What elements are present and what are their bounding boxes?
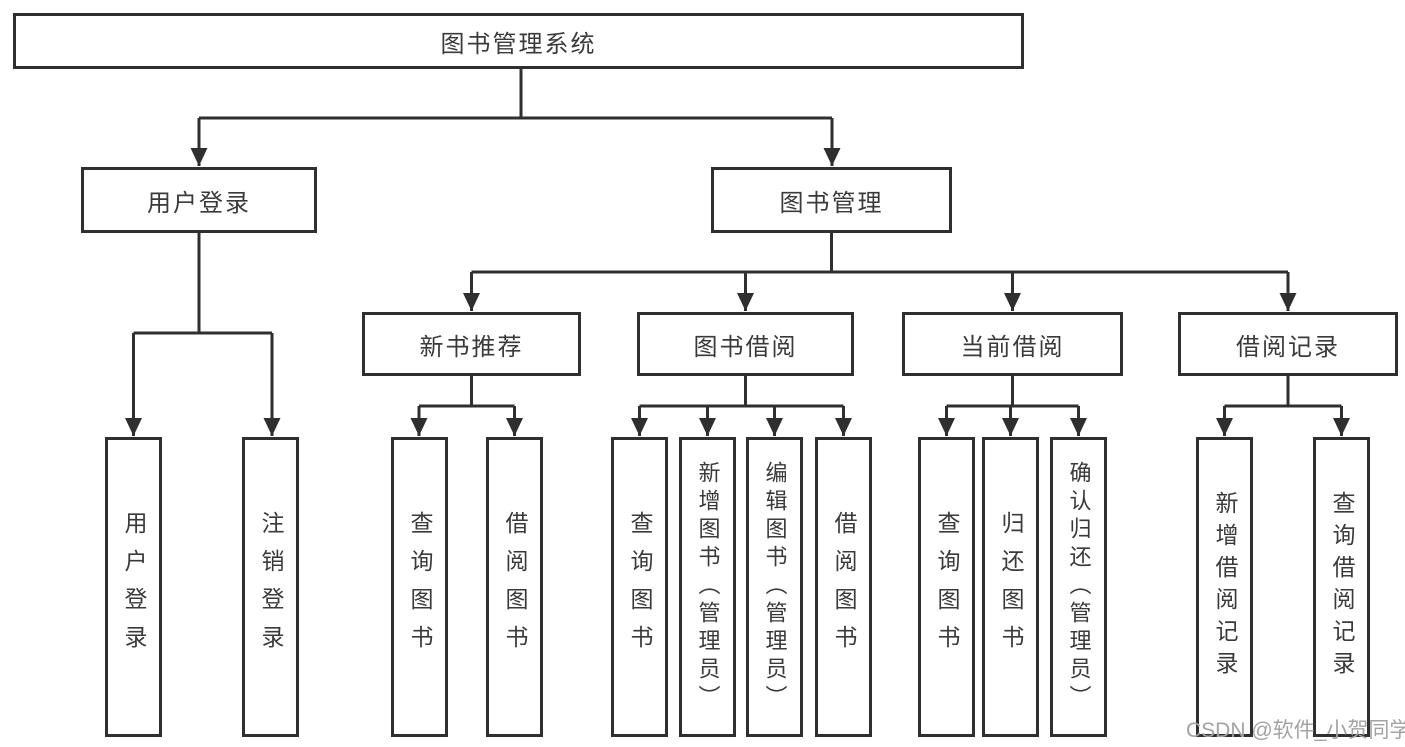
leaf-confirm-return-admin-label: 确认归还（管理员） — [1066, 461, 1092, 713]
leaf-logout-label: 注销登录 — [258, 511, 284, 663]
leaf-edit-books-admin-label: 编辑图书（管理员） — [762, 461, 788, 713]
leaf-borrow-books-recommend: 借阅图书 — [486, 437, 543, 737]
leaf-confirm-return-admin: 确认归还（管理员） — [1050, 437, 1107, 737]
leaf-add-borrow-record: 新增借阅记录 — [1196, 437, 1253, 737]
node-new-book-recommendation: 新书推荐 — [362, 312, 581, 376]
leaf-return-books: 归还图书 — [982, 437, 1039, 737]
node-book-borrowing: 图书借阅 — [637, 312, 854, 376]
leaf-query-borrow-record: 查询借阅记录 — [1313, 437, 1370, 737]
leaf-query-books-recommend-label: 查询图书 — [407, 511, 433, 663]
node-current-borrowing-label: 当前借阅 — [960, 333, 1065, 361]
leaf-user-login: 用户登录 — [105, 437, 162, 737]
node-book-management-label: 图书管理 — [779, 189, 884, 217]
leaf-return-books-label: 归还图书 — [998, 511, 1024, 663]
leaf-query-books-borrow-label: 查询图书 — [627, 511, 653, 663]
leaf-borrow-books-borrow: 借阅图书 — [815, 437, 872, 737]
leaf-add-books-admin: 新增图书（管理员） — [679, 437, 736, 737]
node-book-management: 图书管理 — [711, 167, 952, 233]
leaf-add-books-admin-label: 新增图书（管理员） — [695, 461, 721, 713]
node-root-label: 图书管理系统 — [440, 30, 597, 58]
leaf-query-borrow-record-label: 查询借阅记录 — [1329, 491, 1355, 683]
leaf-edit-books-admin: 编辑图书（管理员） — [746, 437, 803, 737]
node-current-borrowing: 当前借阅 — [902, 312, 1123, 376]
leaf-user-login-label: 用户登录 — [121, 511, 147, 663]
node-borrowing-records: 借阅记录 — [1178, 312, 1398, 376]
node-user-login: 用户登录 — [81, 167, 317, 233]
watermark: CSDN @软件_小贺同学 — [1186, 719, 1405, 742]
leaf-add-borrow-record-label: 新增借阅记录 — [1212, 491, 1238, 683]
node-new-book-recommendation-label: 新书推荐 — [419, 333, 524, 361]
leaf-query-books-borrow: 查询图书 — [611, 437, 668, 737]
leaf-borrow-books-borrow-label: 借阅图书 — [831, 511, 857, 663]
node-root: 图书管理系统 — [13, 13, 1024, 69]
leaf-query-books-current: 查询图书 — [918, 437, 975, 737]
node-book-borrowing-label: 图书借阅 — [693, 333, 798, 361]
leaf-query-books-recommend: 查询图书 — [391, 437, 448, 737]
node-borrowing-records-label: 借阅记录 — [1236, 333, 1340, 361]
leaf-logout: 注销登录 — [242, 437, 299, 737]
node-user-login-label: 用户登录 — [147, 189, 251, 217]
leaf-borrow-books-recommend-label: 借阅图书 — [502, 511, 528, 663]
leaf-query-books-current-label: 查询图书 — [934, 511, 960, 663]
